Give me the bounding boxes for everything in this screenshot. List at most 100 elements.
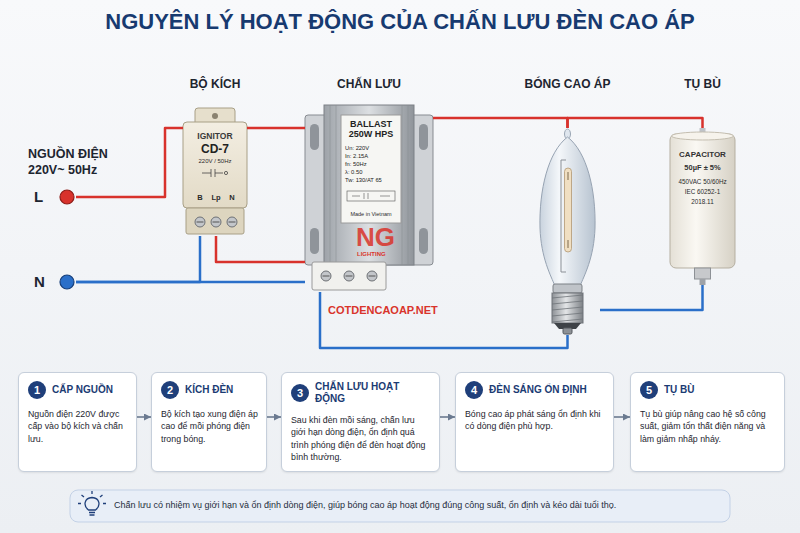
step-number: 4: [465, 381, 483, 399]
bulb-icon: [78, 491, 106, 504]
ballast-body: [310, 228, 319, 254]
wire: [76, 128, 183, 197]
capacitor-rating: 50µF ± 5%: [665, 164, 740, 173]
source-label: NGUỒN ĐIỆN 220V~ 50Hz: [28, 146, 128, 179]
ignitor-body: [183, 108, 247, 234]
watermark-logo-text: LIGHTING: [357, 251, 386, 257]
ballast-body: [352, 193, 390, 199]
ignitor: BỘ KÍCHIGNITORCD-7220V / 50HzBLpN: [183, 108, 247, 236]
ballast-body: [347, 191, 395, 201]
wire: [247, 127, 305, 130]
wire: [76, 281, 305, 284]
ballast-spec: λ: 0.50: [345, 169, 362, 176]
ballast: CHẤN LƯUBALLAST 250W HPSUn: 220VIn: 2.15…: [305, 105, 433, 292]
step-number: 1: [28, 381, 46, 399]
ballast-model: BALLAST 250W HPS: [342, 120, 400, 140]
capacitor-brand: CAPACITOR: [665, 150, 740, 159]
lamp-bulb: [568, 172, 569, 248]
step-description: Tụ bù giúp nâng cao hệ số công suất, giả…: [640, 408, 776, 445]
ignitor-rating: 220V / 50Hz: [183, 158, 247, 165]
step-arrow: [267, 416, 281, 418]
ignitor-brand: IGNITOR: [183, 132, 247, 142]
wire: [216, 236, 305, 262]
component-heading: BỘ KÍCH: [143, 78, 287, 92]
ballast-body: [330, 105, 408, 265]
step-header: 3CHẤN LƯU HOẠT ĐỘNG: [291, 381, 431, 405]
wire: [568, 118, 703, 128]
ignitor-body: [224, 171, 227, 174]
ballast-body: [419, 228, 428, 254]
note-band: Chấn lưu có nhiệm vụ giới hạn và ổn định…: [70, 490, 730, 522]
ballast-spec: fn: 50Hz: [345, 161, 367, 168]
ballast-body: [419, 124, 428, 150]
ignitor-body: [197, 222, 236, 223]
step-heading: ĐÈN SÁNG ỔN ĐỊNH: [489, 384, 587, 396]
ballast-body: [323, 276, 376, 277]
component-heading: TỤ BÙ: [635, 78, 770, 92]
lamp-bulb: [553, 284, 582, 293]
terminal-label: L: [34, 188, 43, 206]
pin-name: N: [223, 194, 241, 203]
wire: [433, 118, 568, 128]
ballast-body: [305, 105, 433, 290]
lamp-bulb: [540, 137, 595, 286]
bulb-icon: [89, 513, 95, 516]
ignitor-model: CD-7: [183, 143, 247, 157]
step-number: 5: [640, 381, 658, 399]
component-heading: BÓNG CAO ÁP: [495, 78, 640, 92]
ballast-origin: Made in Vietnam: [341, 211, 401, 217]
step-arrow: [614, 416, 630, 418]
pin-name: Lp: [207, 194, 225, 203]
source-terminal: N: [34, 273, 76, 291]
note-text: Chấn lưu có nhiệm vụ giới hạn và ổn định…: [114, 499, 716, 511]
lamp-bulb: [552, 293, 583, 323]
note-band: [70, 490, 730, 522]
step-header: 4 ĐÈN SÁNG ỔN ĐỊNH: [465, 381, 605, 399]
ballast-body: [310, 124, 319, 150]
watermark-url: COTDENCAOAP.NET: [328, 304, 438, 317]
bulb-icon: [78, 491, 106, 515]
source-terminal: L: [34, 188, 76, 206]
lamp-bulb: [552, 295, 583, 322]
capacitor-standard: IEC 60252-1: [665, 188, 740, 195]
step-description: Sau khi đèn mồi sáng, chấn lưu giới hạn …: [291, 414, 431, 463]
wire: [320, 292, 568, 348]
capacitor-body: [672, 132, 734, 140]
step-header: 2 KÍCH ĐÈN: [161, 381, 258, 399]
step-arrow: [440, 416, 455, 418]
ballast-spec: In: 2.15A: [345, 153, 368, 160]
step-header: 5 TỤ BÙ: [640, 381, 776, 399]
step-box: 2 KÍCH ĐÈN Bộ kích tạo xung điện áp cao để…: [151, 372, 267, 472]
step-heading: CHẤN LƯU HOẠT ĐỘNG: [315, 381, 431, 405]
ballast-body: [324, 105, 414, 265]
step-box: 5 TỤ BÙ Tụ bù giúp nâng cao hệ số công suấ…: [630, 372, 785, 472]
component-heading: CHẤN LƯU: [275, 78, 463, 92]
step-box: 3CHẤN LƯU HOẠT ĐỘNG Sau khi đèn mồi sáng,…: [281, 372, 440, 472]
step-heading: TỤ BÙ: [664, 384, 695, 396]
lamp-bulb: [565, 168, 572, 252]
capacitor-body: [700, 279, 706, 285]
capacitor-body: [695, 268, 711, 279]
capacitor: TỤ BÙCAPACITOR50µF ± 5%450VAC 50/60HzIEC…: [665, 128, 740, 285]
step-description: Nguồn điện 220V được cấp vào bộ kích và …: [28, 408, 128, 445]
step-arrow: [137, 416, 151, 418]
pin-name: B: [191, 194, 209, 203]
capacitor-date: 2018.11: [665, 198, 740, 205]
capacitor-rating: 450VAC 50/60Hz: [665, 178, 740, 185]
step-header: 1 CẤP NGUỒN: [28, 381, 128, 399]
source-terminal: [60, 190, 74, 204]
step-number: 2: [161, 381, 179, 399]
ballast-body: [341, 115, 401, 223]
title: NGUYÊN LÝ HOẠT ĐỘNG CỦA CHẤN LƯU ĐÈN CAO…: [0, 9, 800, 35]
step-heading: CẤP NGUỒN: [52, 384, 113, 396]
terminal-label: N: [34, 273, 45, 291]
source-terminal: [60, 275, 74, 289]
ballast-spec: Un: 220V: [345, 145, 369, 152]
step-heading: KÍCH ĐÈN: [185, 384, 233, 396]
ignitor-body: [212, 113, 218, 119]
lamp-bulb: [563, 328, 572, 334]
step-description: Bộ kích tạo xung điện áp cao để mồi phón…: [161, 408, 258, 445]
